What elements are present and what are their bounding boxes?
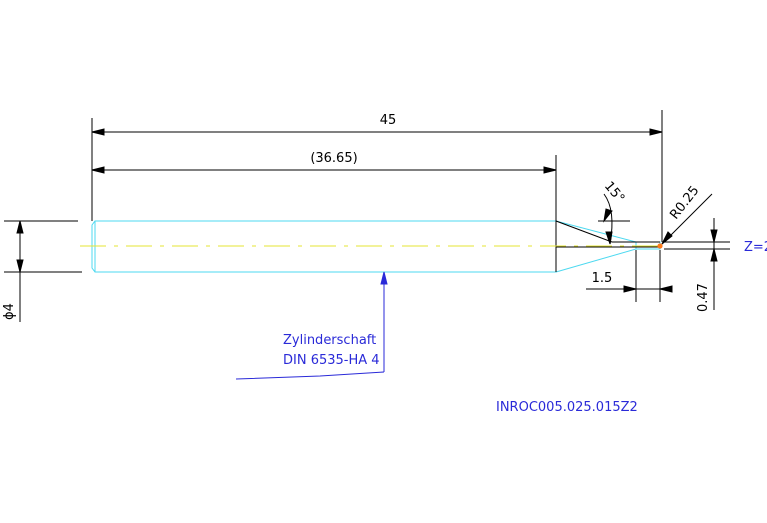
shank-note-line1: Zylinderschaft <box>283 333 376 348</box>
tip-marker <box>657 243 663 249</box>
neck-diameter-label: 0.47 <box>696 283 711 312</box>
dimension-shank-diameter <box>4 220 82 322</box>
overall-length-label: 45 <box>380 113 397 128</box>
part-number: INROC005.025.015Z2 <box>496 400 638 415</box>
shank-diameter-label: ϕ4 <box>2 303 17 320</box>
dimension-chamfer-angle <box>598 193 630 245</box>
dimension-tip-radius <box>661 193 713 245</box>
flute-count-label: Z=2 <box>744 240 767 255</box>
shank-note-leader <box>235 271 388 380</box>
dimension-tip-length <box>586 250 673 302</box>
tip-length-label: 1.5 <box>592 271 613 286</box>
dimension-neck-diameter <box>664 218 730 310</box>
shank-note-line2: DIN 6535-HA 4 <box>283 353 380 368</box>
flute-edge-top <box>555 220 613 243</box>
shank-length-label: (36.65) <box>310 151 357 166</box>
dimension-shank-length <box>91 155 557 221</box>
